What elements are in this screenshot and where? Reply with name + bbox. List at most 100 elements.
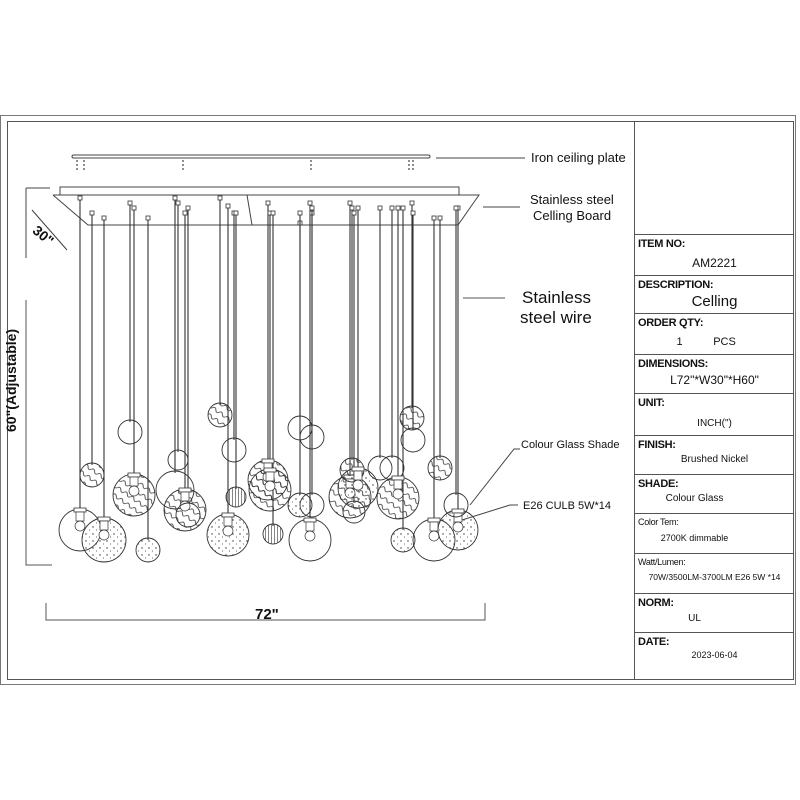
lamp-socket [391,475,405,481]
order-qty-value: 1 [676,336,683,348]
tb-dimensions: DIMENSIONS: L72"*W30"*H60" [635,354,794,393]
tb-description: DESCRIPTION: Celling [635,275,794,313]
lamp-holder [99,520,109,531]
glass-shade [221,437,247,463]
wire-cap [265,200,271,206]
wire-cap [77,195,83,201]
tb-watt-lumen: Watt/Lumen: 70W/3500LM-3700LM E26 5W *14 [635,553,794,593]
lamp-socket [178,487,192,493]
lamp-socket [261,458,275,464]
glass-shade [399,405,425,431]
wire-cap [355,205,361,211]
watt-label: Watt/Lumen: [638,557,686,567]
lamp-socket [97,516,111,522]
wire-cap [349,205,355,211]
finish-value: Brushed Nickel [680,454,749,465]
glass-shade [400,427,426,453]
steel-wires [77,195,461,540]
wire-cap [307,200,313,206]
dimensions-label: DIMENSIONS: [638,358,709,370]
wire-cap [131,205,137,211]
glass-shade [367,455,393,481]
tb-finish: FINISH: Brushed Nickel [635,435,794,474]
wire-cap [175,200,181,206]
wire-cap [233,210,239,216]
glass-shade [299,424,325,450]
lamp-socket [127,472,141,478]
glass-shade [135,537,161,563]
tb-item-no: ITEM NO: AM2221 [635,234,794,275]
tb-unit: UNIT: INCH(") [635,393,794,435]
dimension-width: 72" [255,606,279,623]
wire-cap [185,205,191,211]
order-qty-label: ORDER QTY: [638,317,704,329]
callout-iron-ceiling-plate: Iron ceiling plate [531,150,626,165]
callout-bulb: E26 CULB 5W*14 [523,500,612,512]
bulb-icon [98,529,110,541]
glass-shade [207,402,233,428]
bulb-icon [304,530,316,542]
glass-shade [117,419,143,445]
glass-shade [390,527,416,553]
glass-shades [58,402,479,563]
callout-ceiling-board-line1: Stainless steel [530,192,614,207]
lamp-socket [351,466,365,472]
wire-cap [172,195,178,201]
callout-glass-shade: Colour Glass Shade [521,439,620,451]
lamp-socket [427,517,441,523]
wire-cap [400,205,406,211]
wire-cap [145,215,151,221]
callout-wire-line1: Stainless [522,288,591,307]
wire-cap [395,205,401,211]
norm-label: NORM: [638,597,674,609]
color-temp-value: 2700K dimmable [660,533,729,543]
wire-cap [89,210,95,216]
date-value: 2023-06-04 [691,650,738,660]
bulb-icon [74,520,86,532]
bulb-icon [352,479,364,491]
lamp-holder [393,479,403,490]
glass-shade [175,502,201,528]
wire-cap [431,215,437,221]
color-temp-label: Color Tem: [638,517,679,527]
description-value: Celling [691,293,738,310]
lamp-holder [180,491,190,502]
callout-ceiling-board-line2: Celling Board [533,208,612,223]
glass-shade [79,462,105,488]
leader-lines [461,448,520,521]
tb-order-qty: ORDER QTY: 1 PCS [635,313,794,354]
item-no-value: AM2221 [692,256,737,270]
wire-cap [347,200,353,206]
inner-border [7,121,794,680]
lamp-holder [353,470,363,481]
wire-cap [217,195,223,201]
finish-label: FINISH: [638,439,676,451]
bulb-icon [222,525,234,537]
watt-value: 70W/3500LM-3700LM E26 5W *14 [648,572,781,582]
glass-shade [167,449,189,471]
tb-norm: NORM: UL [635,593,794,632]
wire-cap [101,215,107,221]
glass-shade [262,523,284,545]
dimensions-value: L72"*W30"*H60" [670,373,759,387]
unit-value: INCH(") [697,418,732,429]
bulb-icon [264,480,276,492]
glass-shade [443,492,469,518]
glass-shade [342,500,366,524]
wire-cap [377,205,383,211]
shade-label: SHADE: [638,478,679,490]
description-label: DESCRIPTION: [638,279,714,291]
title-block: ITEM NO: AM2221 DESCRIPTION: Celling ORD… [634,121,794,680]
bulb-icon [392,488,404,500]
dimension-lines [25,297,505,621]
unit-label: UNIT: [638,397,665,409]
order-qty-unit: PCS [713,336,736,348]
lamp-socket [303,517,317,523]
bulb-icon [452,521,464,533]
wire-cap [297,210,303,216]
shade-value: Colour Glass [665,493,724,504]
wire-cap [270,210,276,216]
bulb-icon [428,530,440,542]
callout-wire-line2: steel wire [520,308,592,327]
